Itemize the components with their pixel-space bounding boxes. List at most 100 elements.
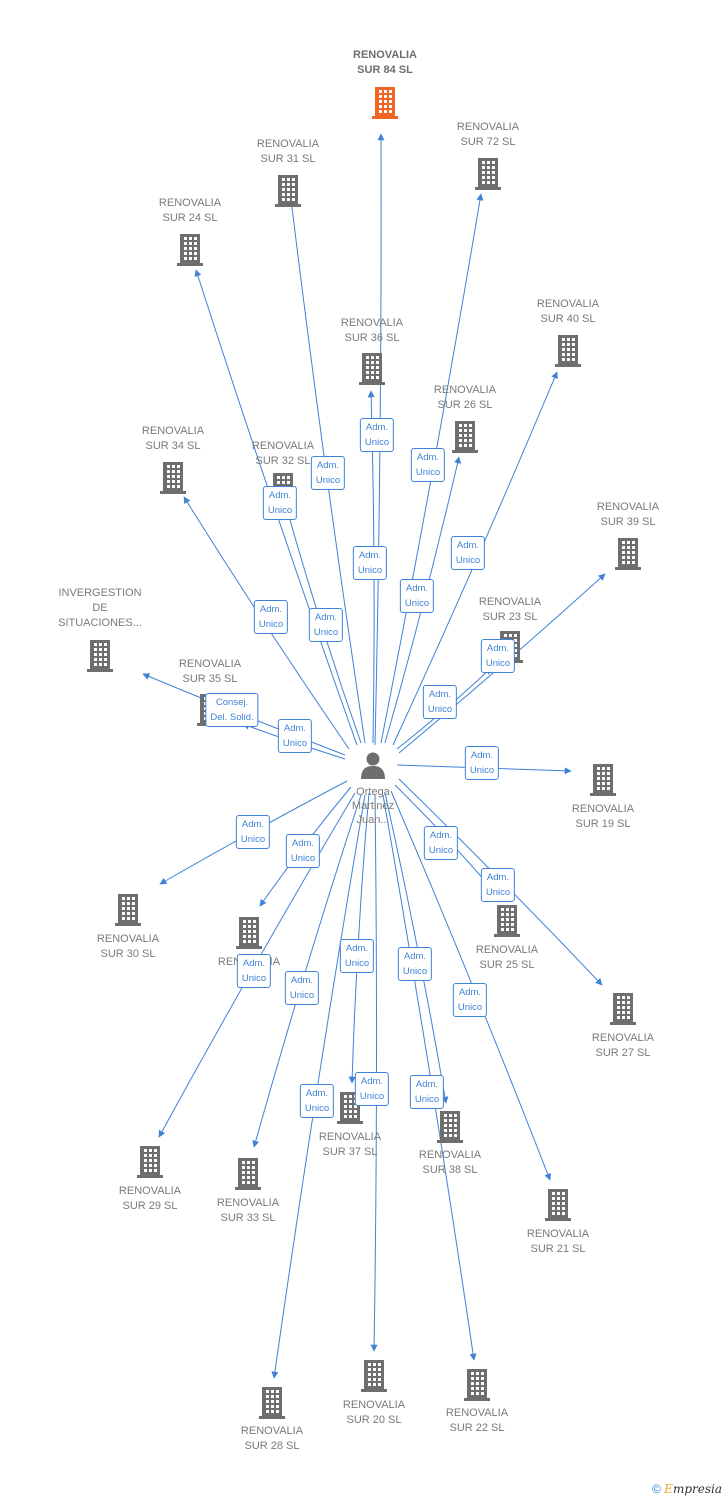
company-name-line: SUR 84 SL xyxy=(357,64,413,76)
role-label-sur40[interactable]: Adm.Unico xyxy=(450,536,486,570)
role-label-inverg[interactable]: Consej.Del. Solid. xyxy=(205,693,259,727)
company-name-line: RENOVALIA xyxy=(445,1407,509,1419)
role-text: Unico xyxy=(290,853,316,864)
role-text: Unico xyxy=(414,1094,440,1105)
role-label-sur37[interactable]: Adm.Unico xyxy=(339,939,375,973)
role-label-sur84[interactable]: Adm.Unico xyxy=(359,418,395,452)
person-icon[interactable] xyxy=(358,750,388,780)
person-name-line: Ortega xyxy=(356,786,390,798)
role-text: Unico xyxy=(457,1002,483,1013)
copyright-mark: © xyxy=(651,1482,661,1496)
role-text: Adm. xyxy=(486,872,510,883)
company-name-line: SUR 29 SL xyxy=(122,1200,178,1212)
company-name-line: RENOVALIA xyxy=(251,440,315,452)
role-text: Adm. xyxy=(283,723,307,734)
company-name-line: RENOVALIA xyxy=(433,384,497,396)
role-label-sur34[interactable]: Adm.Unico xyxy=(253,600,289,634)
company-name-line: RENOVALIA xyxy=(478,596,542,608)
building-icon xyxy=(160,462,186,494)
company-name-line: SUR 39 SL xyxy=(600,516,656,528)
role-label-sur27[interactable]: Adm.Unico xyxy=(480,868,516,902)
company-name-line: RENOVALIA xyxy=(475,944,539,956)
company-name-line: INVERGESTION xyxy=(58,587,142,599)
person-name-line: Juan... xyxy=(356,814,390,826)
role-label-sur33[interactable]: Adm.Unico xyxy=(284,971,320,1005)
role-label-sur21[interactable]: Adm.Unico xyxy=(452,983,488,1017)
building-icon xyxy=(464,1369,490,1401)
role-label-sur31[interactable]: Adm.Unico xyxy=(310,456,346,490)
role-label-sur24[interactable]: Adm.Unico xyxy=(262,486,298,520)
role-label-sur39[interactable]: Adm.Unico xyxy=(480,639,516,673)
company-name-line: RENOVALIA xyxy=(342,1399,406,1411)
building-icon xyxy=(359,353,385,385)
company-name-line: SUR 38 SL xyxy=(422,1164,478,1176)
company-name-line: SUR 21 SL xyxy=(530,1243,586,1255)
role-label-sur25[interactable]: Adm.Unico xyxy=(423,826,459,860)
role-label-sur38[interactable]: Adm.Unico xyxy=(397,947,433,981)
role-label-sur30[interactable]: Adm.Unico xyxy=(235,815,271,849)
company-name-line: RENOVALIA xyxy=(571,803,635,815)
role-label-sur28[interactable]: Adm.Unico xyxy=(299,1084,335,1118)
company-name-line: SUR 72 SL xyxy=(460,136,516,148)
company-node-sur20[interactable]: RENOVALIA SUR 20 SL xyxy=(314,1398,434,1428)
role-label-sur32[interactable]: Adm.Unico xyxy=(308,608,344,642)
role-text: Adm. xyxy=(259,604,283,615)
role-label-sur72[interactable]: Adm.Unico xyxy=(410,448,446,482)
building-icon xyxy=(235,1158,261,1190)
building-icon xyxy=(361,1360,387,1392)
role-text: Unico xyxy=(455,555,481,566)
role-label-surx[interactable]: Adm.Unico xyxy=(285,834,321,868)
role-text: Adm. xyxy=(316,460,340,471)
company-name-line: SUR 28 SL xyxy=(244,1440,300,1452)
role-text: Adm. xyxy=(429,830,453,841)
role-text: Unico xyxy=(364,437,390,448)
role-text: Adm. xyxy=(345,943,369,954)
role-text: Adm. xyxy=(242,958,266,969)
role-label-sur26[interactable]: Adm.Unico xyxy=(399,579,435,613)
company-name-line: RENOVALIA xyxy=(318,1131,382,1143)
role-text: Adm. xyxy=(241,819,265,830)
role-text: Unico xyxy=(404,598,430,609)
role-text: Adm. xyxy=(415,1079,439,1090)
role-label-sur35[interactable]: Adm.Unico xyxy=(277,719,313,753)
company-name-line: DE xyxy=(92,602,108,614)
company-name-line: SUR 31 SL xyxy=(260,153,316,165)
role-text: Adm. xyxy=(360,1076,384,1087)
role-label-sur36[interactable]: Adm.Unico xyxy=(352,546,388,580)
edge-to-sur37 xyxy=(348,792,370,1084)
company-name-line: SUR 30 SL xyxy=(100,948,156,960)
role-label-sur23[interactable]: Adm.Unico xyxy=(422,685,458,719)
role-label-sur29[interactable]: Adm.Unico xyxy=(236,954,272,988)
company-name-line: RENOVALIA xyxy=(216,1197,280,1209)
role-label-sur22[interactable]: Adm. Unico xyxy=(409,1075,445,1109)
role-label-sur20[interactable]: Adm.Unico xyxy=(354,1072,390,1106)
role-label-sur19[interactable]: Adm.Unico xyxy=(464,746,500,780)
role-text: Adm. xyxy=(314,612,338,623)
company-name-line: SUR 20 SL xyxy=(346,1414,402,1426)
